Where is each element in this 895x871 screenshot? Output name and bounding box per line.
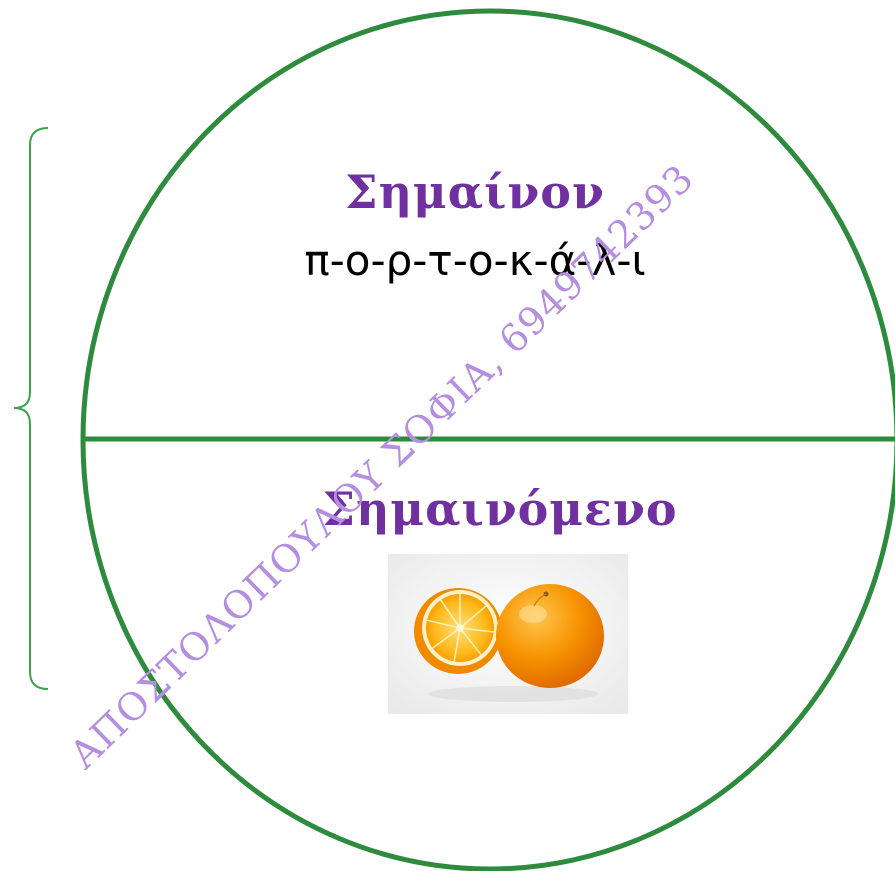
signifier-syllables: π-ο-ρ-τ-ο-κ-ά-λ-ι	[304, 236, 646, 285]
left-curly-bracket	[13, 127, 49, 690]
orange-icon	[388, 554, 628, 714]
signifier-label: Σημαίνον	[345, 165, 605, 219]
orange-image	[388, 554, 628, 714]
signified-label: Σημαινόμενο	[322, 482, 678, 536]
